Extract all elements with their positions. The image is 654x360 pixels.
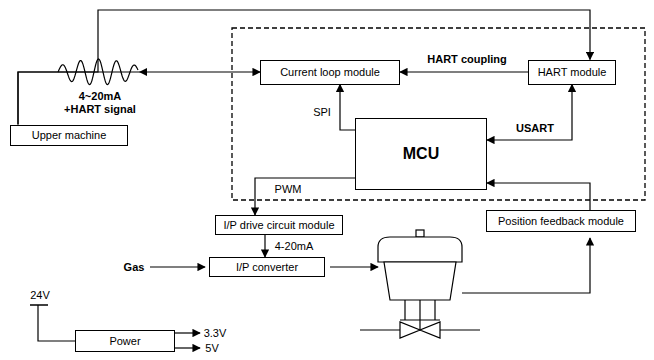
process-box: HART module — [528, 60, 616, 85]
node-label: Power — [109, 335, 140, 347]
connector — [18, 10, 590, 125]
dashed-enclosure — [232, 28, 645, 200]
gas-arrow — [150, 266, 205, 267]
signal-label: PWM — [273, 183, 304, 196]
signal-label: SPI — [311, 106, 333, 119]
process-box: I/P drive circuit module — [215, 215, 343, 235]
signal-label: 4-20mA — [273, 240, 316, 253]
node-label: I/P converter — [236, 261, 298, 273]
signal-label: USART — [514, 122, 556, 135]
connector — [340, 85, 355, 131]
supply-bar — [30, 304, 48, 306]
process-box: I/P converter — [209, 257, 325, 277]
connector — [255, 178, 355, 215]
power-box: Power — [75, 330, 175, 352]
voltage-label: 5V — [203, 342, 220, 355]
voltage-label: 3.3V — [202, 327, 229, 340]
process-box: Current loop module — [260, 60, 400, 85]
node-label: MCU — [403, 145, 439, 163]
signal-label: HART coupling — [425, 53, 508, 66]
controller-box: MCU — [355, 118, 487, 190]
node-label: HART module — [538, 66, 607, 78]
node-label: Current loop module — [280, 66, 380, 78]
connector — [487, 85, 572, 141]
connector — [264, 235, 265, 257]
valve-actuator — [360, 230, 480, 338]
signal-label: 4~20mA +HART signal — [59, 90, 141, 115]
feedback-wire — [462, 238, 590, 293]
input-label: Gas — [122, 261, 147, 274]
voltage-label: 24V — [28, 289, 52, 302]
node-label: Position feedback module — [498, 215, 624, 227]
output-arrow — [175, 332, 200, 333]
node-label: I/P drive circuit module — [223, 219, 334, 231]
connector — [400, 71, 528, 72]
supply-wire — [38, 305, 75, 341]
process-box: Position feedback module — [486, 210, 636, 232]
node-label: Upper machine — [32, 129, 107, 141]
output-arrow — [175, 347, 200, 348]
connector — [18, 72, 260, 125]
connector — [487, 183, 590, 210]
host-box: Upper machine — [10, 125, 128, 146]
air-arrow — [330, 266, 378, 267]
